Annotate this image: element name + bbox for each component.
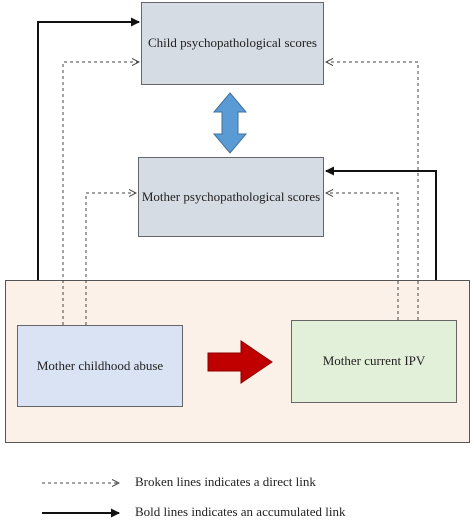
direct-link-ipv-to-mother	[326, 193, 399, 320]
child-scores-label: Child psychopathological scores	[148, 35, 317, 51]
accumulated-link-ipv-to-mother	[325, 166, 437, 280]
direct-link-abuse-to-mother	[85, 193, 136, 325]
direct-link-abuse-to-child	[62, 62, 139, 325]
legend-direct-text: Broken lines indicates a direct link	[135, 474, 316, 489]
current-ipv-node: Mother current IPV	[291, 320, 457, 403]
mother-scores-node: Mother psychopathological scores	[138, 157, 324, 237]
mother-scores-label: Mother psychopathological scores	[141, 188, 321, 204]
direct-link-ipv-to-child	[326, 62, 419, 320]
causal-arrow-icon	[207, 340, 273, 384]
childhood-abuse-node: Mother childhood abuse	[17, 325, 183, 407]
child-scores-node: Child psychopathological scores	[141, 2, 324, 85]
current-ipv-label: Mother current IPV	[322, 353, 426, 369]
childhood-abuse-label: Mother childhood abuse	[36, 357, 164, 373]
accumulated-link-abuse-to-child	[37, 17, 140, 280]
legend-accumulated-text: Bold lines indicates an accumulated link	[135, 504, 346, 519]
bidirectional-arrow-icon	[212, 92, 248, 154]
